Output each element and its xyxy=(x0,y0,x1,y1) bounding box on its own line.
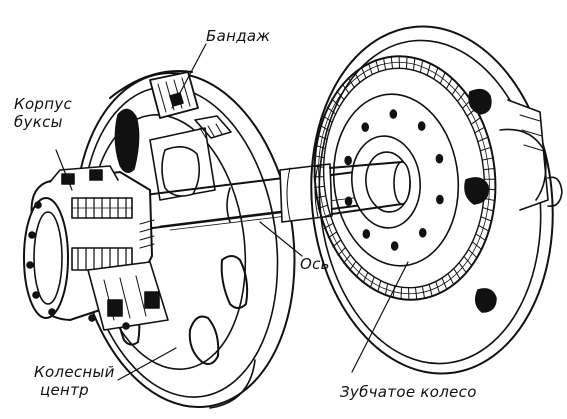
gear-tooth xyxy=(382,57,387,71)
gear-tooth xyxy=(421,285,426,299)
gear-tooth xyxy=(470,117,481,125)
gear-tooth xyxy=(341,83,350,94)
gear-tooth xyxy=(445,78,453,90)
gear-tooth xyxy=(343,254,351,264)
gear-tooth xyxy=(481,157,493,161)
gear-tooth xyxy=(390,56,394,70)
leader-lines xyxy=(55,43,409,381)
gear-tooth xyxy=(474,127,485,134)
spoke-opening xyxy=(188,315,220,365)
gear-tooth xyxy=(362,271,369,284)
gear-tooth xyxy=(337,247,346,256)
gear-tooth xyxy=(414,286,418,300)
gear-tooth xyxy=(447,273,454,285)
gear-tooth xyxy=(480,216,492,222)
gear-tooth xyxy=(327,231,338,239)
gear-bolt-hole xyxy=(390,241,399,251)
gear-bolt-hole xyxy=(417,121,426,131)
gear-tooth xyxy=(479,147,491,152)
label-kolesny-line2: центр xyxy=(40,381,90,399)
gear-tooth xyxy=(483,197,495,201)
gear-tooth xyxy=(315,144,326,149)
gear-tooth xyxy=(412,57,416,71)
gear-tooth xyxy=(313,155,325,159)
gear-tooth xyxy=(323,222,334,229)
gear-tooth xyxy=(439,72,446,85)
gear-tooth xyxy=(483,168,495,171)
gear-tooth xyxy=(313,165,325,168)
gear-tooth xyxy=(317,204,329,209)
leader-kolesny xyxy=(117,347,177,381)
gear-tooth xyxy=(326,106,337,115)
gear-bolt-hole xyxy=(389,109,398,119)
gear-tooth xyxy=(457,92,465,102)
label-zubchatoe: Зубчатое колесо xyxy=(340,383,477,401)
label-korpus-line1: Корпус xyxy=(14,95,73,113)
gear-tooth xyxy=(451,85,459,96)
gear-tooth xyxy=(313,185,325,188)
label-bandazh: Бандаж xyxy=(206,27,271,45)
gear-bolt-hole xyxy=(435,153,444,164)
gear-tooth xyxy=(466,108,476,117)
gear-tooth xyxy=(435,281,440,294)
gear-tooth xyxy=(331,98,341,108)
gear-tooth xyxy=(467,248,477,258)
gear-tooth xyxy=(349,260,357,271)
gear-bolt-hole xyxy=(361,122,370,132)
gear-tooth xyxy=(453,268,461,279)
bearing-rollers-top xyxy=(71,197,133,219)
gear-tooth xyxy=(433,67,439,80)
axle-end xyxy=(329,161,411,215)
gear-tooth xyxy=(360,66,367,79)
gear-wheel xyxy=(313,55,497,301)
gear-tooth xyxy=(477,137,488,143)
gear-tooth xyxy=(428,283,433,297)
leader-korpus xyxy=(55,149,73,191)
right-wheel xyxy=(310,25,563,375)
label-kolesny-line1: Колесный xyxy=(34,363,115,381)
gear-bolt-hole xyxy=(344,155,352,166)
leader-bandazh xyxy=(171,43,207,109)
label-os: Ось xyxy=(300,255,330,273)
gear-tooth xyxy=(419,60,424,73)
gear-tooth xyxy=(355,266,363,278)
label-korpus-line2: буксы xyxy=(14,113,63,131)
left-wheel xyxy=(74,70,296,409)
gear-bolt-hole xyxy=(418,228,427,238)
gear-bolt-hole xyxy=(344,196,353,207)
gear-tooth xyxy=(354,71,361,83)
gear-tooth xyxy=(426,63,431,76)
gear-bolt-hole xyxy=(436,194,444,205)
gear-tooth xyxy=(320,213,331,219)
gear-tooth xyxy=(458,262,467,273)
gear-tooth xyxy=(322,115,333,123)
gear-tooth xyxy=(369,276,375,289)
gear-tooth xyxy=(368,62,373,75)
gear-tooth xyxy=(375,59,380,73)
spoke-opening xyxy=(220,255,249,309)
gear-tooth xyxy=(478,224,489,232)
gear-tooth xyxy=(316,134,328,140)
leader-os xyxy=(259,221,303,257)
gear-tooth xyxy=(483,188,495,191)
gear-tooth xyxy=(475,233,486,241)
gear-tooth xyxy=(319,124,330,132)
gear-tooth xyxy=(471,241,482,250)
gear-tooth xyxy=(482,207,493,212)
gear-bolt-hole xyxy=(362,229,371,239)
gear-tooth xyxy=(347,77,355,88)
gear-tooth xyxy=(463,255,472,266)
gear-tooth xyxy=(462,100,471,109)
axle-box xyxy=(23,165,169,331)
gear-tooth xyxy=(315,195,327,199)
gear-tooth xyxy=(332,239,342,248)
leader-zubchatoe xyxy=(351,261,409,373)
spoke-opening xyxy=(114,108,140,173)
gear-tooth xyxy=(336,90,345,101)
gear-tooth xyxy=(384,283,389,296)
gear-tooth xyxy=(441,277,448,290)
gear-tooth xyxy=(377,280,382,293)
